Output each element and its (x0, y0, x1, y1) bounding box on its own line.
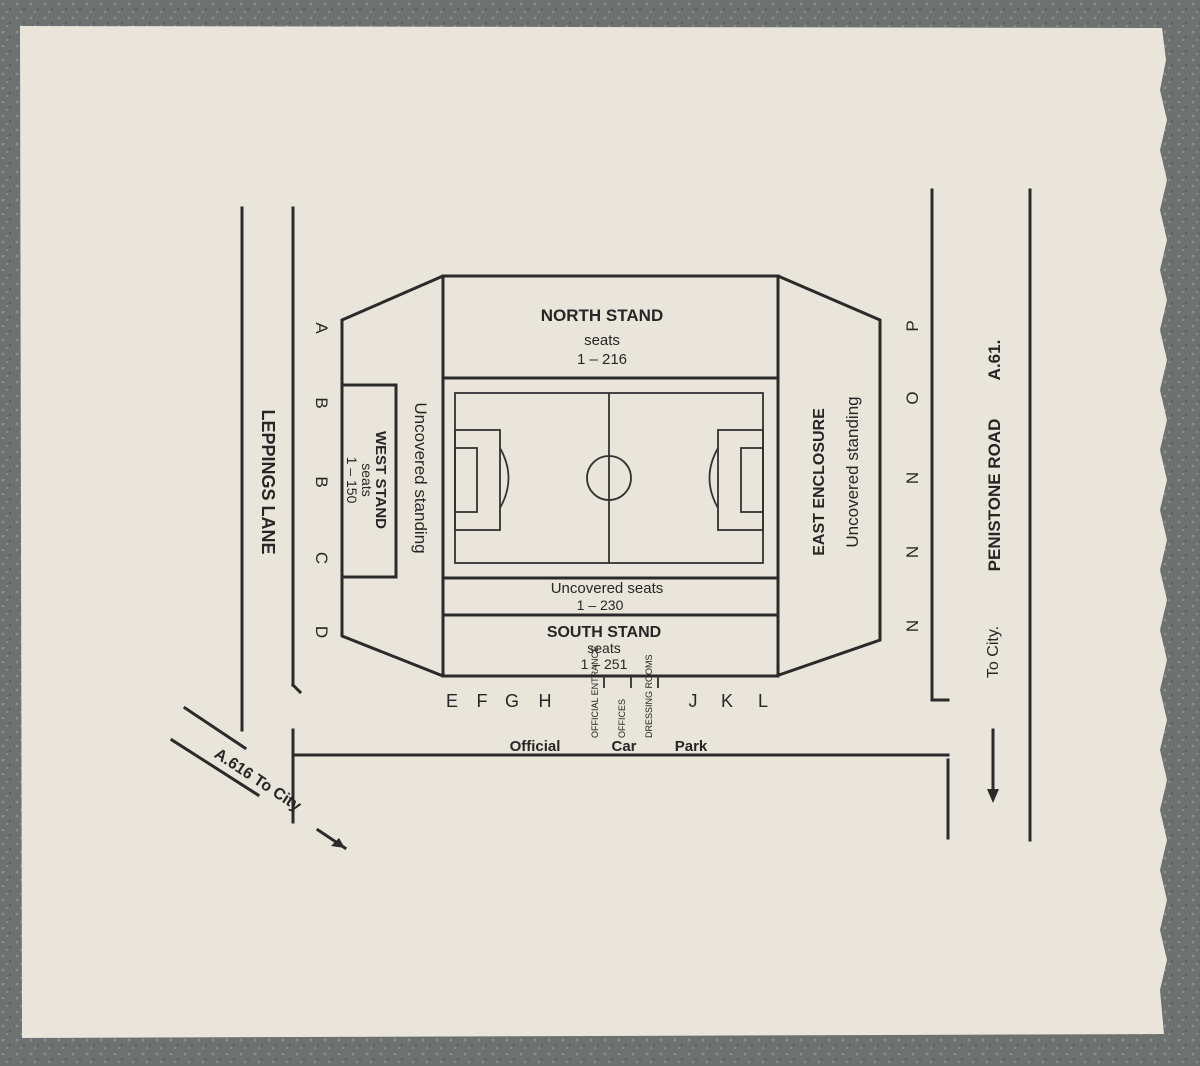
entrance-dressing-rooms: DRESSING ROOMS (644, 654, 654, 738)
car-park-word: Park (675, 738, 708, 755)
penistone-road-label: PENISTONE ROAD (985, 419, 1004, 572)
north-stand-name: NORTH STAND (541, 306, 663, 325)
gate-letter: P (903, 320, 922, 331)
west-gates: A B B C D (312, 322, 331, 638)
gate-letter: B (312, 397, 331, 408)
east-gates: P O N N N (903, 320, 922, 632)
gate-letter: O (903, 391, 922, 404)
uncovered-seats-name: Uncovered seats (551, 580, 664, 597)
west-stand-name: WEST STAND (372, 431, 389, 529)
car-park-word: Official (510, 738, 561, 755)
gate-letter: A (312, 322, 331, 334)
west-stand-box (340, 383, 398, 579)
west-stand-seats: seats (359, 463, 375, 496)
roads (169, 188, 1032, 851)
gate-letter: C (312, 552, 331, 564)
gate-letter: E (446, 691, 458, 711)
north-stand-range: 1 – 216 (577, 351, 627, 368)
east-enclosure-name: EAST ENCLOSURE (811, 408, 828, 556)
gate-letter: N (903, 472, 922, 484)
north-stand-seats: seats (584, 332, 620, 349)
east-enclosure-sub: Uncovered standing (843, 396, 862, 547)
gate-letter: H (539, 691, 552, 711)
gate-letter: N (903, 620, 922, 632)
entrance-offices: OFFICES (617, 699, 627, 738)
leppings-lane-label: LEPPINGS LANE (258, 409, 278, 554)
car-park-label: Official Car Park (510, 738, 708, 755)
gate-letter: L (758, 691, 768, 711)
stadium (340, 274, 882, 678)
south-stand-seats: seats (587, 640, 620, 656)
uncovered-seats-range: 1 – 230 (577, 597, 624, 613)
gate-letter: K (721, 691, 733, 711)
gate-letter: J (689, 691, 698, 711)
gate-letter: F (477, 691, 488, 711)
entrances: OFFICIAL ENTRANCE OFFICES DRESSING ROOMS (590, 646, 659, 738)
gate-letter: D (312, 626, 331, 638)
south-stand-name: SOUTH STAND (547, 624, 661, 641)
gate-letter: B (312, 476, 331, 487)
west-stand-range: 1 – 150 (344, 457, 360, 504)
ticket-paper (20, 26, 1167, 1038)
gate-letter: G (505, 691, 519, 711)
to-city-east-label: To City. (985, 626, 1002, 678)
gate-letter: N (903, 546, 922, 558)
west-uncovered-standing: Uncovered standing (411, 402, 430, 553)
entrance-official: OFFICIAL ENTRANCE (590, 646, 600, 738)
car-park-word: Car (611, 738, 636, 755)
a61-label: A.61. (985, 340, 1004, 381)
south-gates: E F G H J K L (446, 691, 768, 711)
south-stand-range: 1 – 251 (581, 656, 628, 672)
